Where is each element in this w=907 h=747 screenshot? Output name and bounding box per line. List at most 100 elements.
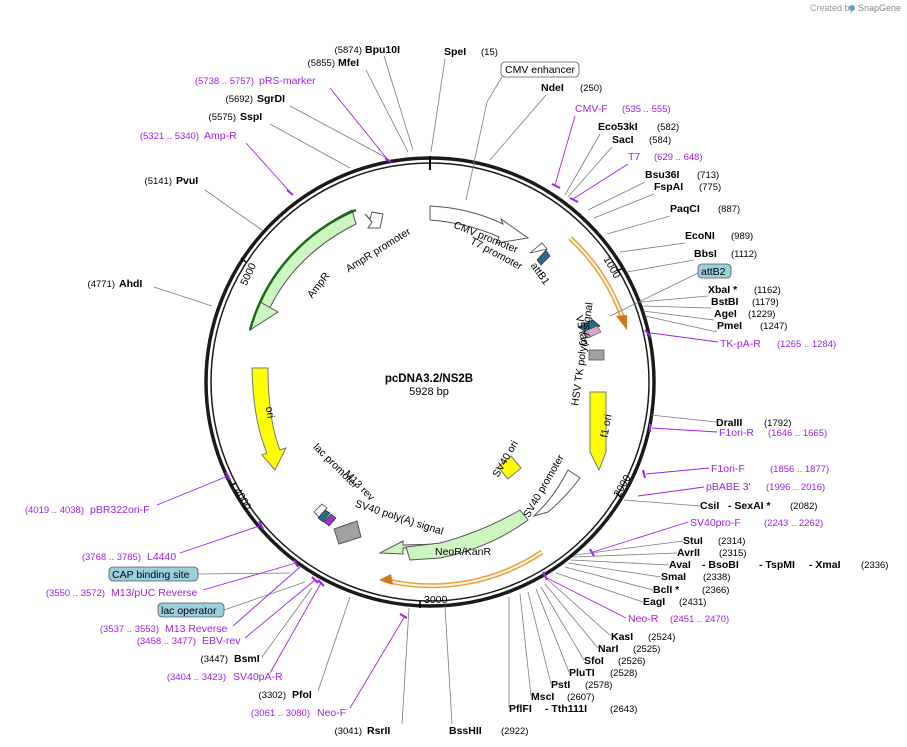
enzyme-name[interactable]: PvuI xyxy=(176,175,198,187)
enzyme-pos: (3447) xyxy=(201,654,228,665)
primer-name[interactable]: pBR322ori-F xyxy=(90,504,150,516)
primer-range: (2451 .. 2470) xyxy=(670,614,729,625)
enzyme-pos: (2643) xyxy=(610,704,637,715)
enzyme-name[interactable]: - BsoBI xyxy=(702,559,739,571)
primer-range: (629 .. 648) xyxy=(654,152,703,163)
enzyme-pos: (2578) xyxy=(585,680,612,691)
attb2-label: attB2 xyxy=(701,266,726,278)
primer-name[interactable]: Amp-R xyxy=(204,130,237,142)
enzyme-name[interactable]: SacI xyxy=(612,134,634,146)
primer-name[interactable]: F1ori-R xyxy=(719,427,754,439)
enzyme-name[interactable]: PluTI xyxy=(569,667,595,679)
orf-arc-upper[interactable] xyxy=(568,236,627,323)
enzyme-name[interactable]: - XmaI xyxy=(809,559,841,571)
attb2-box[interactable] xyxy=(697,263,732,279)
cmv-enhancer-label: CMV enhancer xyxy=(505,64,576,76)
enzyme-name[interactable]: CsiI xyxy=(700,500,719,512)
enzyme-name[interactable]: FspAI xyxy=(654,181,683,193)
enzyme-name[interactable]: DraIII xyxy=(716,417,742,429)
primer-name[interactable]: Neo-F xyxy=(317,707,346,719)
enzyme-name[interactable]: NarI xyxy=(598,643,619,655)
neo-kan-body[interactable] xyxy=(405,509,529,561)
enzyme-pos: (5575) xyxy=(209,112,236,123)
primer-name[interactable]: CMV-F xyxy=(575,103,608,115)
enzyme-pos: (1229) xyxy=(748,309,775,320)
enzyme-name[interactable]: XbaI * xyxy=(708,284,738,296)
primer-name[interactable]: TK-pA-R xyxy=(720,338,761,350)
enzyme-name[interactable]: RsrII xyxy=(367,725,390,737)
ampr-arrow-body[interactable] xyxy=(257,209,357,317)
enzyme-pos: (2314) xyxy=(718,536,745,547)
sv40-ori-marker[interactable] xyxy=(497,455,522,480)
cmv-promoter-arrow[interactable] xyxy=(429,205,530,244)
ori-arrow[interactable] xyxy=(251,367,287,471)
enzyme-name[interactable]: MscI xyxy=(531,691,554,703)
enzyme-name[interactable]: BssHII xyxy=(449,725,482,737)
primer-range: (3458 .. 3477) xyxy=(137,636,196,647)
enzyme-name[interactable]: AvrII xyxy=(677,547,700,559)
primer-name[interactable]: M13/pUC Reverse xyxy=(111,587,198,599)
sv40-polya-block[interactable] xyxy=(333,520,362,545)
primer-name[interactable]: EBV-rev xyxy=(202,635,241,647)
primer-range: (1265 .. 1284) xyxy=(777,339,836,350)
primer-range: (1996 .. 2016) xyxy=(766,482,825,493)
v5-tag-bar[interactable] xyxy=(582,325,602,339)
enzyme-name[interactable]: SgrDI xyxy=(257,93,285,105)
attb1-marker[interactable] xyxy=(529,242,548,254)
enzyme-name[interactable]: SmaI xyxy=(661,571,686,583)
primer-name[interactable]: pBABE 3' xyxy=(706,481,751,493)
primer-name[interactable]: pRS-marker xyxy=(259,75,316,87)
ampr-promoter-label: AmpR promoter xyxy=(344,225,414,275)
enzyme-name[interactable]: Bpu10I xyxy=(365,44,400,56)
f1-ori-arrow[interactable] xyxy=(589,391,607,472)
plasmid-length: 5928 bp xyxy=(409,386,449,398)
primer-name[interactable]: M13 Reverse xyxy=(165,623,228,635)
enzyme-name[interactable]: SpeI xyxy=(444,46,466,58)
enzyme-name[interactable]: StuI xyxy=(683,535,703,547)
enzyme-name[interactable]: PstI xyxy=(551,679,570,691)
m13-rev-bar[interactable] xyxy=(323,513,337,527)
enzyme-name[interactable]: Bsu36I xyxy=(645,169,680,181)
enzyme-name[interactable]: SfoI xyxy=(584,655,604,667)
enzyme-name[interactable]: BclI * xyxy=(653,584,680,596)
enzyme-name[interactable]: KasI xyxy=(611,631,633,643)
primer-name[interactable]: SV40pA-R xyxy=(233,671,283,683)
enzyme-name[interactable]: SspI xyxy=(240,111,262,123)
primer-name[interactable]: T7 xyxy=(628,151,640,163)
ampr-promoter-arrow[interactable] xyxy=(364,211,384,229)
enzyme-name[interactable]: PaqCI xyxy=(670,203,700,215)
enzyme-name[interactable]: AhdI xyxy=(119,278,142,290)
enzyme-name[interactable]: PmeI xyxy=(717,320,742,332)
primer-range: (3537 .. 3553) xyxy=(100,624,159,635)
enzyme-name[interactable]: - Tth111I xyxy=(545,703,587,715)
enzyme-name[interactable]: AgeI xyxy=(714,308,737,320)
enzyme-pos: (1179) xyxy=(752,297,779,308)
primer-range: (3404 .. 3423) xyxy=(167,672,226,683)
enzyme-name[interactable]: AvaI xyxy=(669,559,691,571)
lac-promoter-marker[interactable] xyxy=(313,503,328,518)
enzyme-name[interactable]: - SexAI * xyxy=(728,500,772,512)
enzyme-name[interactable]: BstBI xyxy=(711,296,739,308)
cap-site-label: CAP binding site xyxy=(112,569,190,581)
enzyme-name[interactable]: PfoI xyxy=(292,689,312,701)
enzyme-name[interactable]: PflFI xyxy=(509,703,532,715)
cmv-enhancer-box[interactable] xyxy=(500,61,580,78)
enzyme-name[interactable]: EagI xyxy=(643,596,665,608)
enzyme-name[interactable]: EcoNI xyxy=(685,230,715,242)
enzyme-name[interactable]: Eco53kI xyxy=(598,121,638,133)
primer-name[interactable]: L4440 xyxy=(147,551,176,563)
primer-name[interactable]: SV40pro-F xyxy=(690,517,741,529)
m13-rev-marker[interactable] xyxy=(317,509,331,523)
primer-name[interactable]: Neo-R xyxy=(628,613,659,625)
enzyme-name[interactable]: - TspMI xyxy=(759,559,795,571)
tk-polya-block[interactable] xyxy=(588,349,605,361)
sv40-promoter-arrow[interactable] xyxy=(532,469,581,518)
enzyme-name[interactable]: BbsI xyxy=(694,248,717,260)
primer-name[interactable]: F1ori-F xyxy=(711,463,745,475)
attb1-label: attB1 xyxy=(528,260,552,287)
attb1-bar[interactable] xyxy=(536,249,551,266)
enzyme-name[interactable]: MfeI xyxy=(338,57,359,69)
enzyme-name[interactable]: BsmI xyxy=(234,653,260,665)
enzyme-name[interactable]: NdeI xyxy=(541,82,564,94)
v5-tag-arrow[interactable] xyxy=(577,319,601,333)
